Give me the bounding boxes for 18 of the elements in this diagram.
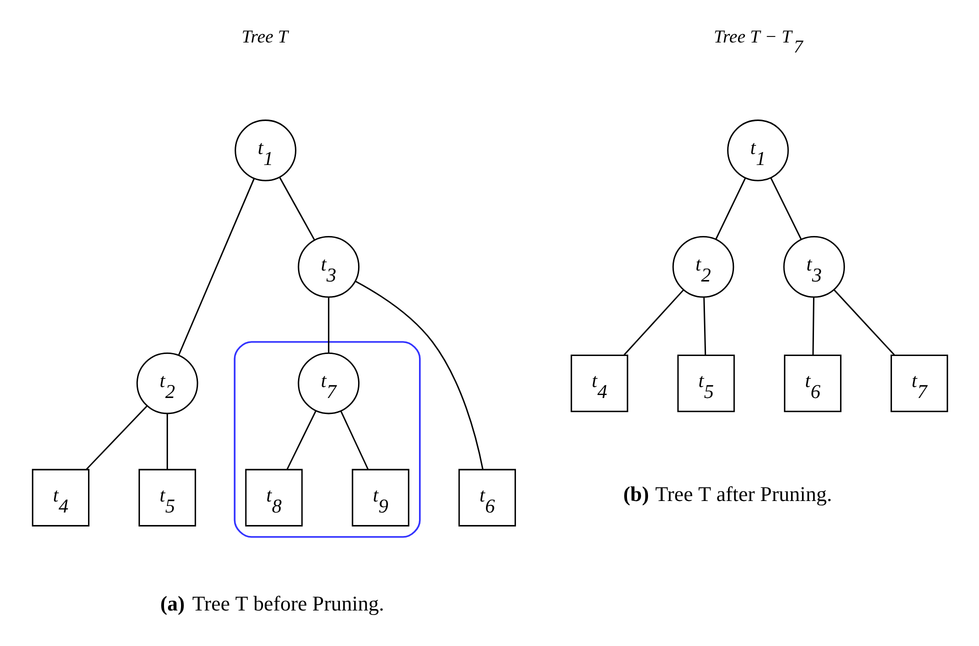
connector — [832, 289, 894, 356]
connector — [166, 414, 168, 470]
connector — [770, 178, 802, 240]
connector — [714, 178, 746, 240]
connector — [85, 406, 147, 470]
connector — [286, 410, 316, 470]
connector — [327, 298, 329, 354]
label: Tree T — [241, 26, 288, 46]
cluster — [233, 341, 420, 538]
connector — [278, 177, 315, 241]
label: (b) Tree T after Pruning. — [622, 482, 832, 506]
connector — [623, 290, 684, 356]
connector — [702, 298, 706, 356]
connector — [178, 178, 254, 356]
label: (a) Tree T before Pruning. — [160, 592, 384, 616]
connector — [354, 280, 483, 470]
connector — [340, 410, 368, 470]
connector — [812, 298, 814, 356]
